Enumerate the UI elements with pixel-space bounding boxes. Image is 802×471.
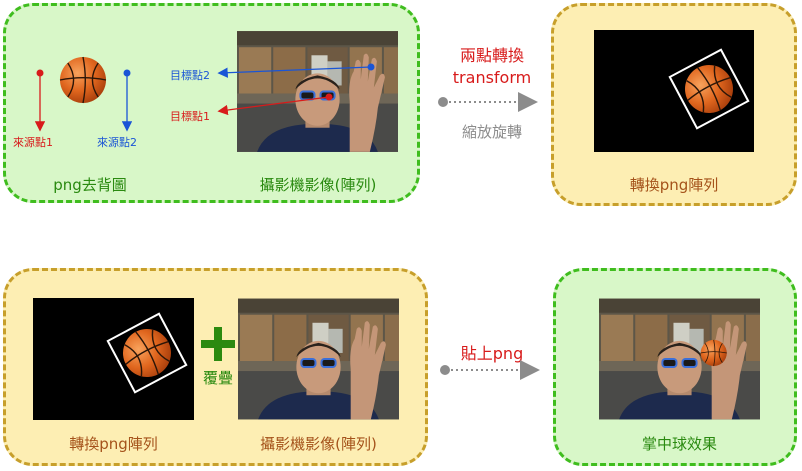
transformed-caption-top: 轉換png陣列 — [629, 176, 719, 194]
transform-title-line2: transform — [452, 68, 532, 87]
overlay-label: 覆疊 — [202, 369, 233, 387]
target-point-1-label: 目標點1 — [170, 110, 210, 123]
source-point-1-label: 來源點1 — [13, 136, 53, 149]
target-point-2-label: 目標點2 — [170, 69, 210, 82]
target-point-1-arrow — [217, 96, 330, 116]
target-point-2-arrow — [217, 66, 372, 78]
result-image — [599, 298, 760, 420]
camera-caption-top: 攝影機影像(陣列) — [259, 176, 377, 194]
transformed-caption-bottom: 轉換png陣列 — [69, 435, 158, 453]
paste-title: 貼上png — [460, 344, 524, 363]
source-point-2-label: 來源點2 — [97, 136, 137, 149]
transform-subtitle: 縮放旋轉 — [461, 123, 522, 141]
camera-caption-bottom: 攝影機影像(陣列) — [260, 435, 377, 453]
transform-title-line1: 兩點轉換 — [459, 46, 524, 65]
png-caption: png去背圖 — [53, 176, 127, 194]
result-caption: 掌中球效果 — [641, 435, 717, 453]
